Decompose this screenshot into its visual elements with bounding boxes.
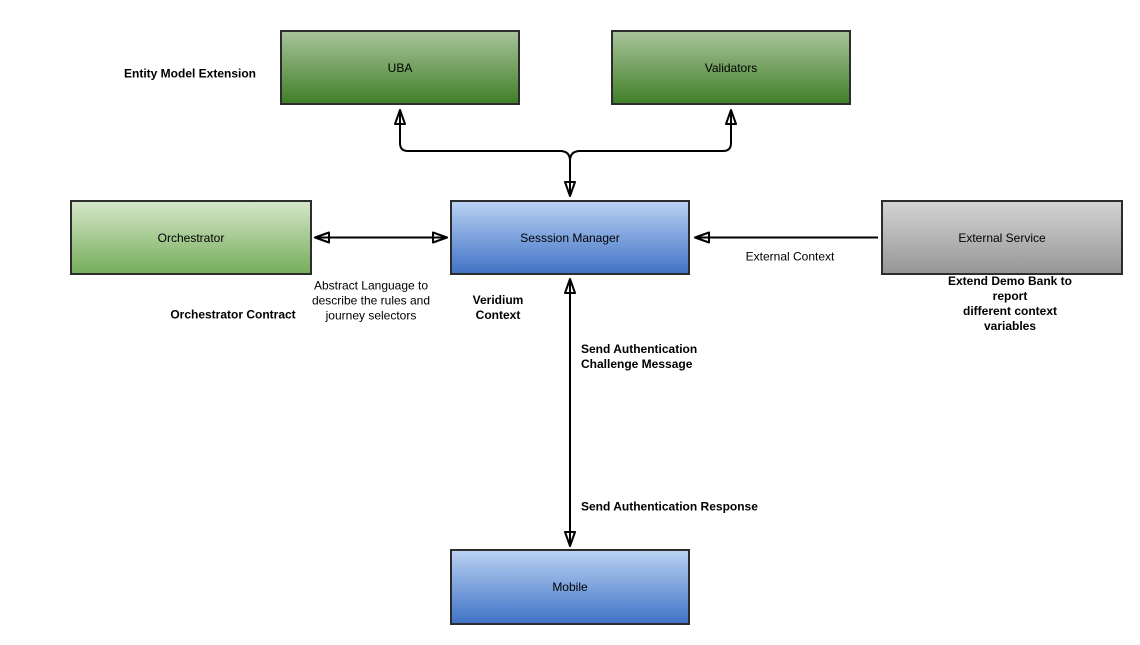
node-session-manager-label: Sesssion Manager xyxy=(520,230,620,245)
edge-session-to-uba xyxy=(394,109,571,162)
edge-label-send-auth-challenge: Send Authentication Challenge Message xyxy=(581,342,698,371)
edge-label-external-context: External Context xyxy=(745,249,835,264)
annotation-entity-model-extension: Entity Model Extension xyxy=(123,66,257,81)
annotation-abstract-language: Abstract Language to describe the rules … xyxy=(311,278,431,323)
annotation-veridium-context: Veridium Context xyxy=(472,293,524,322)
node-orchestrator: Orchestrator xyxy=(70,200,312,275)
edge-session-to-validators xyxy=(569,109,737,162)
node-orchestrator-label: Orchestrator xyxy=(157,230,225,245)
node-mobile-label: Mobile xyxy=(552,580,588,594)
node-uba-label: UBA xyxy=(387,60,413,75)
node-validators-label: Validators xyxy=(704,60,758,75)
node-uba: UBA xyxy=(280,30,520,105)
annotation-orchestrator-contract: Orchestrator Contract xyxy=(170,307,296,322)
node-session-manager: Sesssion Manager xyxy=(450,200,690,275)
node-external-service: External Service xyxy=(881,200,1123,275)
node-validators: Validators xyxy=(611,30,851,105)
node-external-service-label: External Service xyxy=(958,230,1046,245)
node-mobile: Mobile xyxy=(450,549,690,625)
annotation-extend-demo-bank: Extend Demo Bank to report different con… xyxy=(947,274,1073,333)
edge-label-send-auth-response: Send Authentication Response xyxy=(581,499,758,514)
